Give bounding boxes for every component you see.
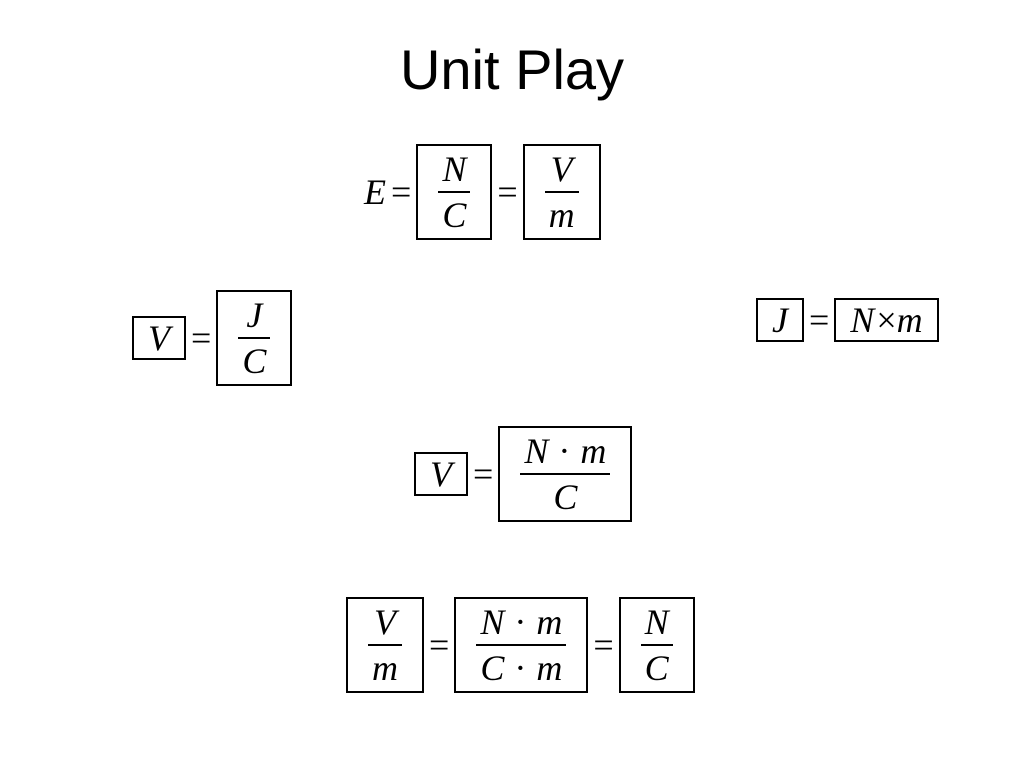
bracket-group: V m xyxy=(346,597,424,693)
symbol-m: m xyxy=(896,300,923,340)
fraction-numerator: J xyxy=(246,295,263,335)
slide-title: Unit Play xyxy=(399,38,625,101)
fraction: N·m C·m xyxy=(476,602,567,688)
equation-joule-newton-meter: J = N × m xyxy=(756,298,939,342)
symbol-N: N xyxy=(850,300,875,340)
fraction-numerator: N xyxy=(644,602,669,642)
bracket-group: V xyxy=(132,316,186,360)
bracket-group: V m xyxy=(522,144,601,240)
fraction-bar xyxy=(640,644,673,646)
fraction: V m xyxy=(368,602,402,688)
equals-sign: = xyxy=(429,625,450,665)
bracket-group: V xyxy=(414,452,468,496)
fraction-bar xyxy=(476,644,567,646)
fraction-denominator: C xyxy=(442,195,467,235)
fraction-numerator: V xyxy=(550,149,573,189)
bracket-group: J xyxy=(756,298,804,342)
symbol-J: J xyxy=(772,300,788,340)
fraction-numerator: N·m xyxy=(524,431,607,471)
product-expression: N × m xyxy=(848,302,924,338)
equals-sign: = xyxy=(593,625,614,665)
fraction: N C xyxy=(438,149,471,235)
equation-voltage-newton-meter: V = N·m C xyxy=(414,426,633,522)
bracket-group: N·m C xyxy=(498,426,633,522)
fraction-numerator: N·m xyxy=(480,602,563,642)
fraction-numerator: N xyxy=(442,149,467,189)
symbol-V: V xyxy=(148,318,170,358)
fraction: N C xyxy=(640,602,673,688)
fraction-bar xyxy=(544,191,579,193)
fraction-denominator: C·m xyxy=(480,648,563,688)
symbol-V: V xyxy=(430,454,452,494)
equals-sign: = xyxy=(191,318,212,358)
bracket-group: N C xyxy=(416,144,493,240)
equals-sign: = xyxy=(473,454,494,494)
fraction-denominator: C xyxy=(553,477,578,517)
fraction-denominator: C xyxy=(644,648,669,688)
fraction-bar xyxy=(238,337,271,339)
equals-sign: = xyxy=(808,300,830,340)
bracket-group: N × m xyxy=(834,298,939,342)
equation-field-simplification: V m = N·m C·m = N C xyxy=(346,597,695,693)
bracket-group: N C xyxy=(618,597,695,693)
fraction: J C xyxy=(238,295,271,381)
equals-sign: = xyxy=(391,172,412,212)
fraction-denominator: m xyxy=(372,648,398,688)
equals-sign: = xyxy=(497,172,518,212)
fraction: N·m C xyxy=(520,431,611,517)
equation-field-definition: E = N C = V m xyxy=(364,144,601,240)
fraction-bar xyxy=(520,473,611,475)
fraction: V m xyxy=(544,149,579,235)
fraction-denominator: m xyxy=(548,195,575,235)
fraction-bar xyxy=(438,191,471,193)
bracket-group: J C xyxy=(216,290,293,386)
multiply-sign: × xyxy=(876,300,897,340)
fraction-denominator: C xyxy=(242,341,267,381)
bracket-group: N·m C·m xyxy=(454,597,589,693)
fraction-bar xyxy=(368,644,402,646)
equation-voltage-joule: V = J C xyxy=(132,290,293,386)
fraction-numerator: V xyxy=(374,602,396,642)
symbol-E: E xyxy=(364,172,386,212)
